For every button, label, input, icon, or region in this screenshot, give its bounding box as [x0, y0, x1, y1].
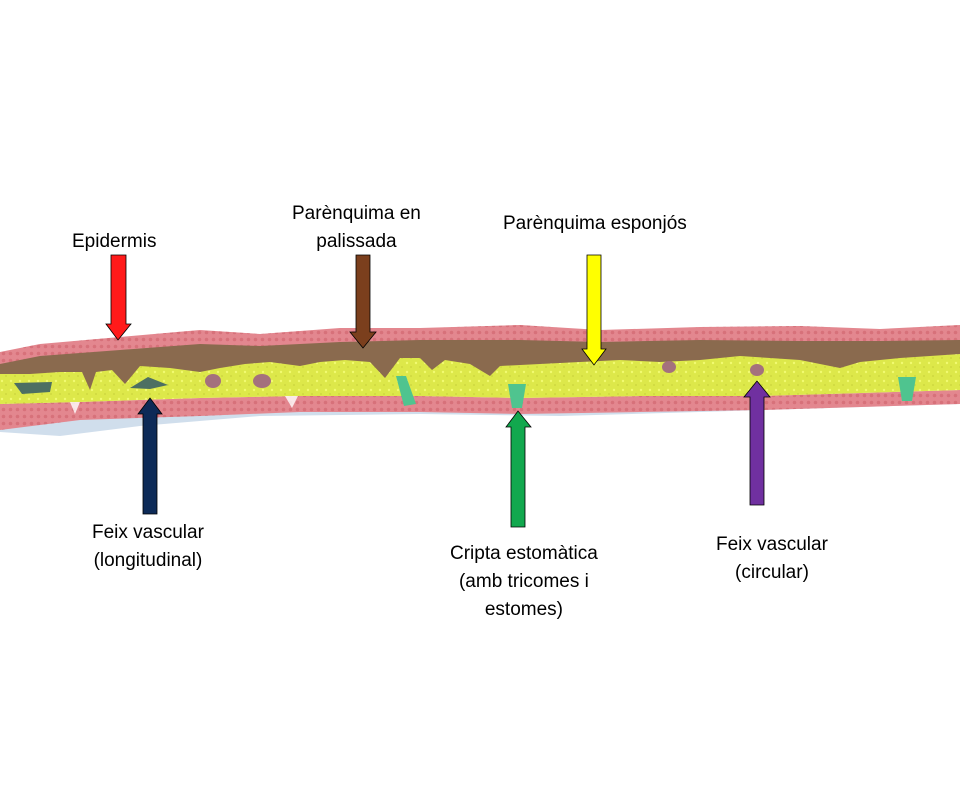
epidermis-notch — [285, 396, 298, 408]
vascular-bundle-circular — [253, 374, 271, 388]
epidermis-notch — [70, 402, 80, 414]
vascular-bundle-circular — [205, 374, 221, 388]
palisade-arrow — [349, 254, 377, 349]
vascular-longitudinal-arrow — [137, 397, 163, 515]
vascular-bundle-circular — [662, 361, 676, 373]
vascular-bundle-longitudinal — [130, 377, 168, 389]
label-epidermis: Epidermis — [72, 231, 157, 252]
label-vascular-bundle-longitudinal: Feix vascular (longitudinal) — [92, 522, 204, 571]
stomatal-crypt — [508, 384, 526, 408]
label-spongy-parenchyma: Parènquima esponjós — [503, 213, 687, 234]
stomatal-crypt — [898, 377, 916, 401]
label-stomatal-crypt: Cripta estomàtica (amb tricomes i estome… — [450, 543, 598, 620]
stomatal-crypt — [396, 376, 416, 406]
leaf-section — [0, 325, 960, 436]
vascular-bundle-circular — [750, 364, 764, 376]
vascular-circular-arrow — [743, 380, 771, 506]
spongy-arrow — [581, 254, 607, 366]
label-palisade-parenchyma: Parènquima en palissada — [292, 203, 421, 252]
vascular-bundle-longitudinal — [14, 382, 52, 394]
arrows — [105, 254, 771, 528]
palisade-parenchyma — [0, 340, 960, 390]
label-vascular-bundle-circular: Feix vascular (circular) — [716, 534, 828, 583]
epidermis-arrow — [105, 254, 132, 341]
stomatal-crypt-arrow — [505, 410, 532, 528]
